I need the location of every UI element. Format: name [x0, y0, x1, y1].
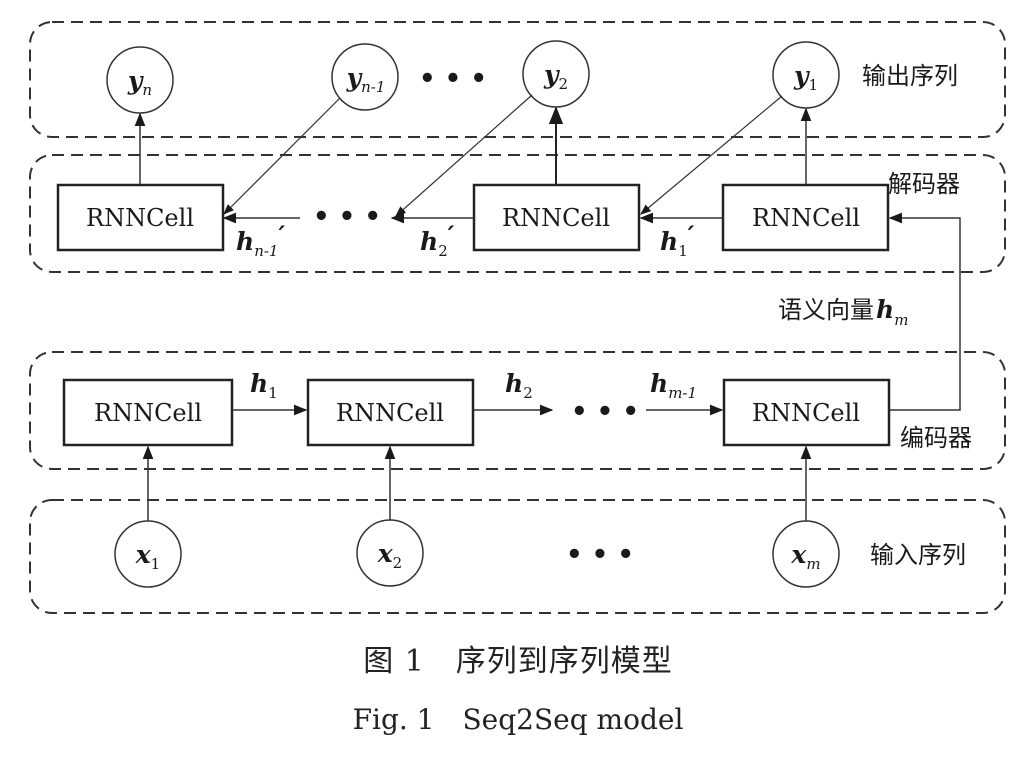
output-ellipsis: • • •: [419, 64, 487, 94]
arrow-y2-feedback: [395, 94, 533, 217]
svg-text:RNNCell: RNNCell: [752, 204, 860, 232]
label-hm-1: hm-1: [650, 369, 697, 402]
encoder-cell-2: RNNCell: [306, 378, 475, 447]
label-h2: h2: [505, 369, 533, 402]
input-layer-label: 输入序列: [870, 541, 966, 569]
encoder-layer-box: [29, 351, 1006, 470]
output-node-yn-1: yn-1: [331, 43, 399, 111]
arrow-yn-1-feedback: [223, 97, 341, 215]
svg-text:x1: x1: [135, 540, 160, 573]
encoder-cell-1: RNNCell: [62, 378, 234, 447]
arrow-y1-feedback: [640, 95, 783, 215]
label-h1: h1: [250, 369, 278, 402]
seq2seq-diagram: 输出序列 解码器 编码器 输入序列 yn yn-1 y2 y1 • • • RN…: [29, 21, 1006, 614]
input-node-x2: x2: [356, 519, 424, 587]
encoder-layer-label: 编码器: [900, 424, 972, 452]
decoder-ellipsis: • • •: [313, 202, 381, 232]
svg-text:RNNCell: RNNCell: [502, 204, 610, 232]
arrow-context-vector: [888, 212, 961, 411]
context-vector-label: 语义向量hm: [778, 295, 908, 329]
input-ellipsis: • • •: [566, 540, 634, 570]
label-h2-prime: h2′: [420, 221, 455, 260]
svg-text:RNNCell: RNNCell: [86, 204, 194, 232]
output-layer-label: 输出序列: [862, 62, 958, 90]
decoder-cell-1: RNNCell: [721, 183, 890, 252]
svg-text:x2: x2: [377, 539, 402, 572]
decoder-layer-box: [29, 154, 1006, 273]
encoder-cell-m: RNNCell: [722, 378, 891, 447]
decoder-layer-label: 解码器: [888, 170, 960, 198]
output-node-yn: yn: [106, 46, 174, 114]
decoder-cell-2: RNNCell: [472, 183, 641, 252]
output-layer-box: [29, 21, 1006, 138]
encoder-ellipsis: • • •: [571, 397, 639, 427]
figure-caption-english: Fig. 1 Seq2Seq model: [352, 703, 684, 736]
input-layer-box: [29, 499, 1006, 614]
svg-text:y1: y1: [793, 61, 818, 94]
svg-text:y2: y2: [543, 60, 568, 93]
decoder-cell-n-1: RNNCell: [56, 183, 225, 252]
input-node-x1: x1: [114, 520, 182, 588]
figure-caption-chinese: 图 1 序列到序列模型: [363, 644, 673, 679]
label-h1-prime: h1′: [660, 221, 695, 260]
svg-text:RNNCell: RNNCell: [336, 399, 444, 427]
svg-text:RNNCell: RNNCell: [94, 399, 202, 427]
svg-text:yn-1: yn-1: [346, 63, 386, 96]
svg-text:RNNCell: RNNCell: [752, 399, 860, 427]
svg-text:yn: yn: [127, 66, 152, 99]
label-hn-1-prime: hn-1′: [236, 221, 285, 260]
input-node-xm: xm: [772, 520, 840, 588]
output-node-y2: y2: [522, 40, 590, 108]
output-node-y1: y1: [772, 41, 840, 109]
svg-text:xm: xm: [790, 540, 820, 573]
